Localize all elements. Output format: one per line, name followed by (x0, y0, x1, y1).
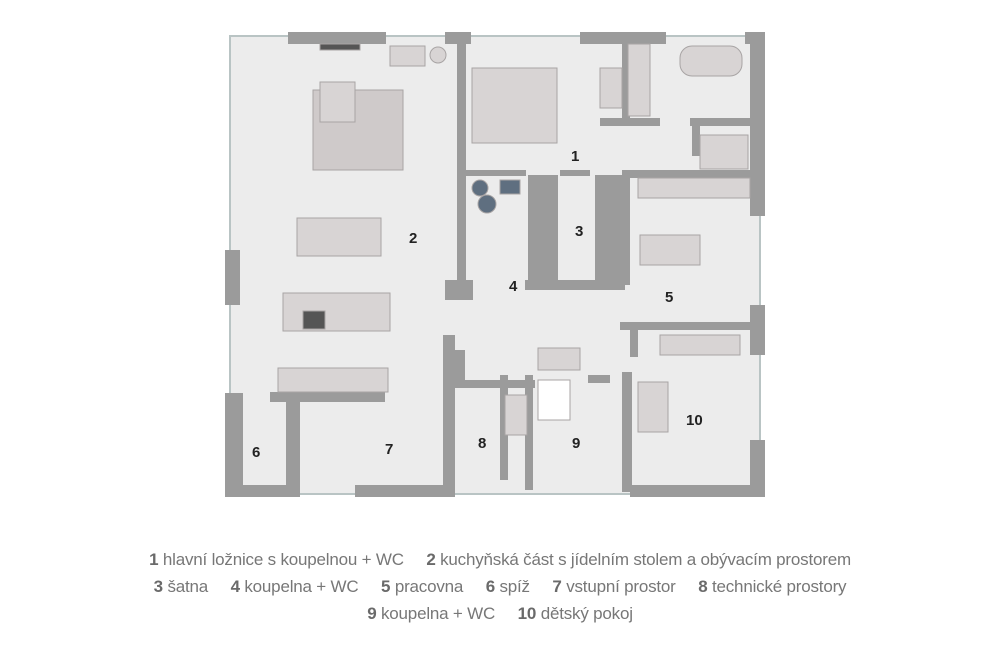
kids-bed (637, 381, 669, 433)
legend-line-2: 3 šatna 4 koupelna + WC 5 pracovna 6 spí… (0, 577, 1000, 597)
legend-text: šatna (167, 577, 209, 596)
legend-text: dětský pokoj (540, 604, 633, 623)
legend-num: 8 (698, 577, 708, 596)
legend-text: hlavní ložnice s koupelnou + WC (162, 550, 404, 569)
double-sink (627, 43, 651, 117)
floor-plan: 1 2 3 4 5 6 7 8 9 10 (225, 32, 765, 497)
armchair (389, 45, 426, 67)
legend-text: spíž (499, 577, 530, 596)
desk (639, 234, 701, 266)
legend-item: 6 spíž (486, 577, 530, 596)
room-label-6: 6 (252, 444, 260, 461)
tv (319, 43, 361, 51)
washer (504, 394, 528, 436)
legend-item: 2 kuchyňská část s jídelním stolem a obý… (426, 550, 851, 569)
legend-item: 1 hlavní ložnice s koupelnou + WC (149, 550, 404, 569)
legend-item: 5 pracovna (381, 577, 463, 596)
legend-item: 7 vstupní prostor (552, 577, 675, 596)
cooktop (302, 310, 326, 330)
legend-num: 10 (517, 604, 537, 623)
room-label-8: 8 (478, 435, 486, 452)
room-label-2: 2 (409, 230, 417, 247)
legend-num: 9 (367, 604, 377, 623)
legend-text: koupelna + WC (244, 577, 359, 596)
furniture (277, 43, 751, 436)
legend-item: 8 technické prostory (698, 577, 846, 596)
legend-item: 4 koupelna + WC (231, 577, 359, 596)
legend-num: 2 (426, 550, 436, 569)
legend-text: vstupní prostor (566, 577, 676, 596)
legend-text: pracovna (394, 577, 464, 596)
legend-line-1: 1 hlavní ložnice s koupelnou + WC 2 kuch… (0, 550, 1000, 570)
shower (699, 134, 749, 170)
room-label-7: 7 (385, 441, 393, 458)
stool (429, 46, 447, 64)
dresser (599, 67, 623, 109)
room-label-1: 1 (571, 148, 579, 165)
legend-num: 5 (381, 577, 391, 596)
legend-num: 7 (552, 577, 562, 596)
legend-text: koupelna + WC (381, 604, 496, 623)
unit (499, 179, 521, 195)
room-label-10: 10 (686, 412, 703, 429)
shower-tray (537, 379, 571, 421)
legend-num: 4 (230, 577, 240, 596)
legend-item: 10 dětský pokoj (518, 604, 633, 623)
shelf (637, 177, 751, 199)
bench (277, 367, 389, 393)
legend-num: 3 (153, 577, 163, 596)
room-labels: 1 2 3 4 5 6 7 8 9 10 (252, 148, 703, 461)
legend-item: 3 šatna (153, 577, 209, 596)
kitchen-island (282, 292, 391, 332)
legend-text: technické prostory (711, 577, 847, 596)
dining-table (296, 217, 382, 257)
room-label-3: 3 (575, 223, 583, 240)
kids-desk (659, 334, 741, 356)
legend-item: 9 koupelna + WC (367, 604, 495, 623)
bathtub (679, 45, 743, 77)
walls (225, 32, 765, 497)
legend-num: 1 (149, 550, 159, 569)
legend-text: kuchyňská část s jídelním stolem a obýva… (440, 550, 851, 569)
room-label-9: 9 (572, 435, 580, 452)
sink-cabinet (537, 347, 581, 371)
boiler (471, 179, 489, 197)
coffee-table (319, 81, 356, 123)
room-label-4: 4 (509, 278, 518, 295)
legend-num: 6 (485, 577, 495, 596)
legend-line-3: 9 koupelna + WC 10 dětský pokoj (0, 604, 1000, 624)
double-bed (471, 67, 558, 144)
heater (477, 194, 497, 214)
room-label-5: 5 (665, 289, 673, 306)
